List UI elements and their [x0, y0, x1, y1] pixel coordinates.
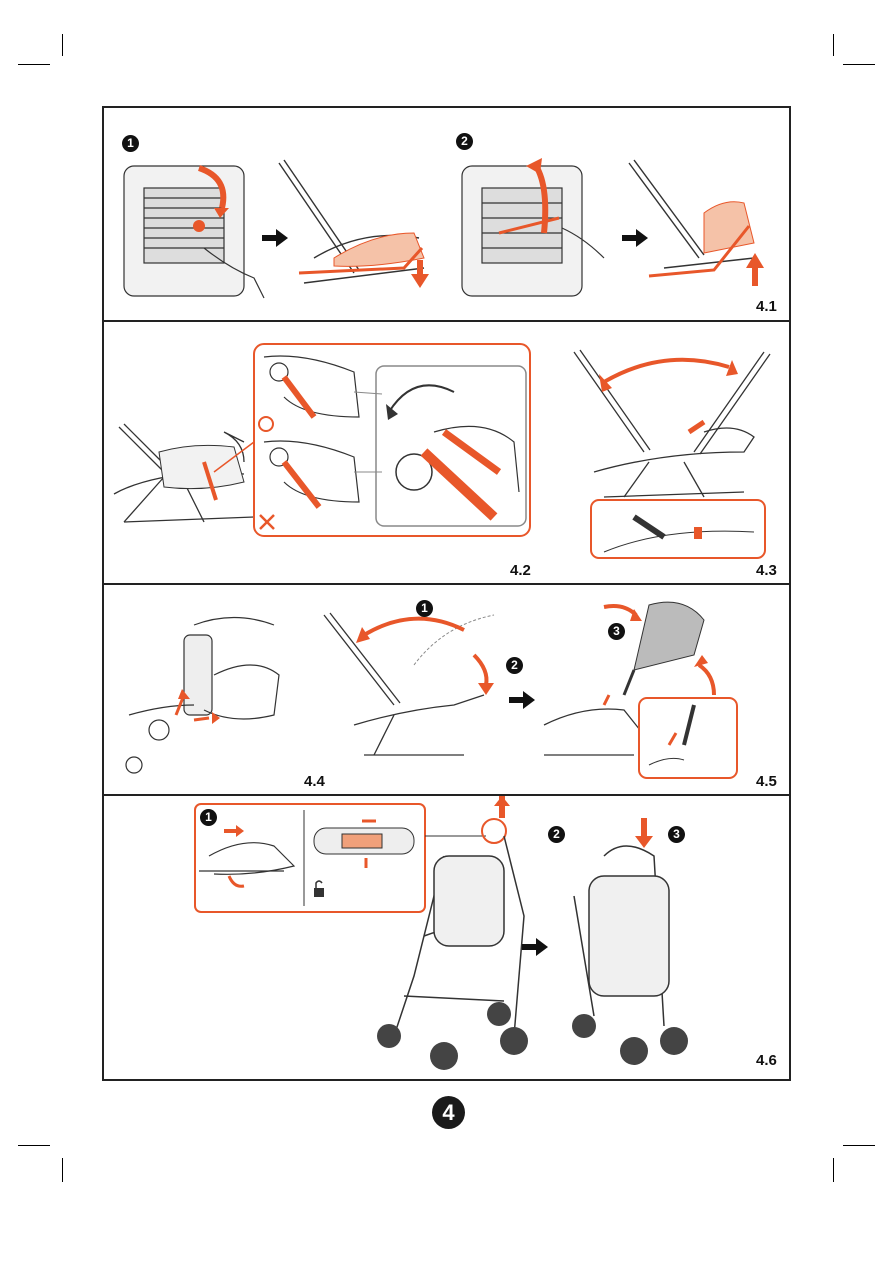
crop-mark-tr-h: [843, 64, 875, 65]
step-number-3: 3: [668, 826, 685, 843]
illustration-4-2-4-3: [104, 322, 789, 585]
section-label: 4.5: [756, 773, 777, 790]
section-4-6: 1 2 3 4.6: [104, 796, 789, 1079]
instruction-frame: 1 2 4.1: [102, 106, 791, 1081]
section-label: 4.4: [304, 773, 325, 790]
crop-mark-tr-v: [833, 34, 834, 56]
arrow-right-icon: [509, 691, 535, 709]
page-number: 4: [432, 1096, 465, 1129]
step-number-1: 1: [416, 600, 433, 617]
section-label: 4.2: [510, 562, 531, 579]
illustration-4-6: [104, 796, 789, 1079]
crop-mark-br-h: [843, 1145, 875, 1146]
section-label: 4.6: [756, 1052, 777, 1069]
illustration-4-1: [104, 108, 789, 322]
arrow-right-icon: [622, 229, 648, 247]
crop-mark-bl-v: [62, 1158, 63, 1182]
step-number-2: 2: [506, 657, 523, 674]
step-number-3: 3: [608, 623, 625, 640]
step-number-2: 2: [548, 826, 565, 843]
arrow-down-icon: [411, 260, 429, 288]
step-number-1: 1: [122, 135, 139, 152]
illustration-4-4-4-5: [104, 585, 789, 796]
step-number-2: 2: [456, 133, 473, 150]
cross-no-icon: [260, 515, 274, 529]
section-4-2-4-3: 4.2 4.3: [104, 322, 789, 585]
crop-mark-br-v: [833, 1158, 834, 1182]
crop-mark-tl-v: [62, 34, 63, 56]
section-4-1: 1 2 4.1: [104, 108, 789, 322]
section-4-4-4-5: 1 2 3 4.4 4.5: [104, 585, 789, 796]
arrow-right-icon: [262, 229, 288, 247]
section-label: 4.3: [756, 562, 777, 579]
crop-mark-tl-h: [18, 64, 50, 65]
section-label: 4.1: [756, 298, 777, 315]
circle-ok-icon: [259, 417, 273, 431]
crop-mark-bl-h: [18, 1145, 50, 1146]
arrow-right-icon: [522, 938, 548, 956]
step-number-1: 1: [200, 809, 217, 826]
